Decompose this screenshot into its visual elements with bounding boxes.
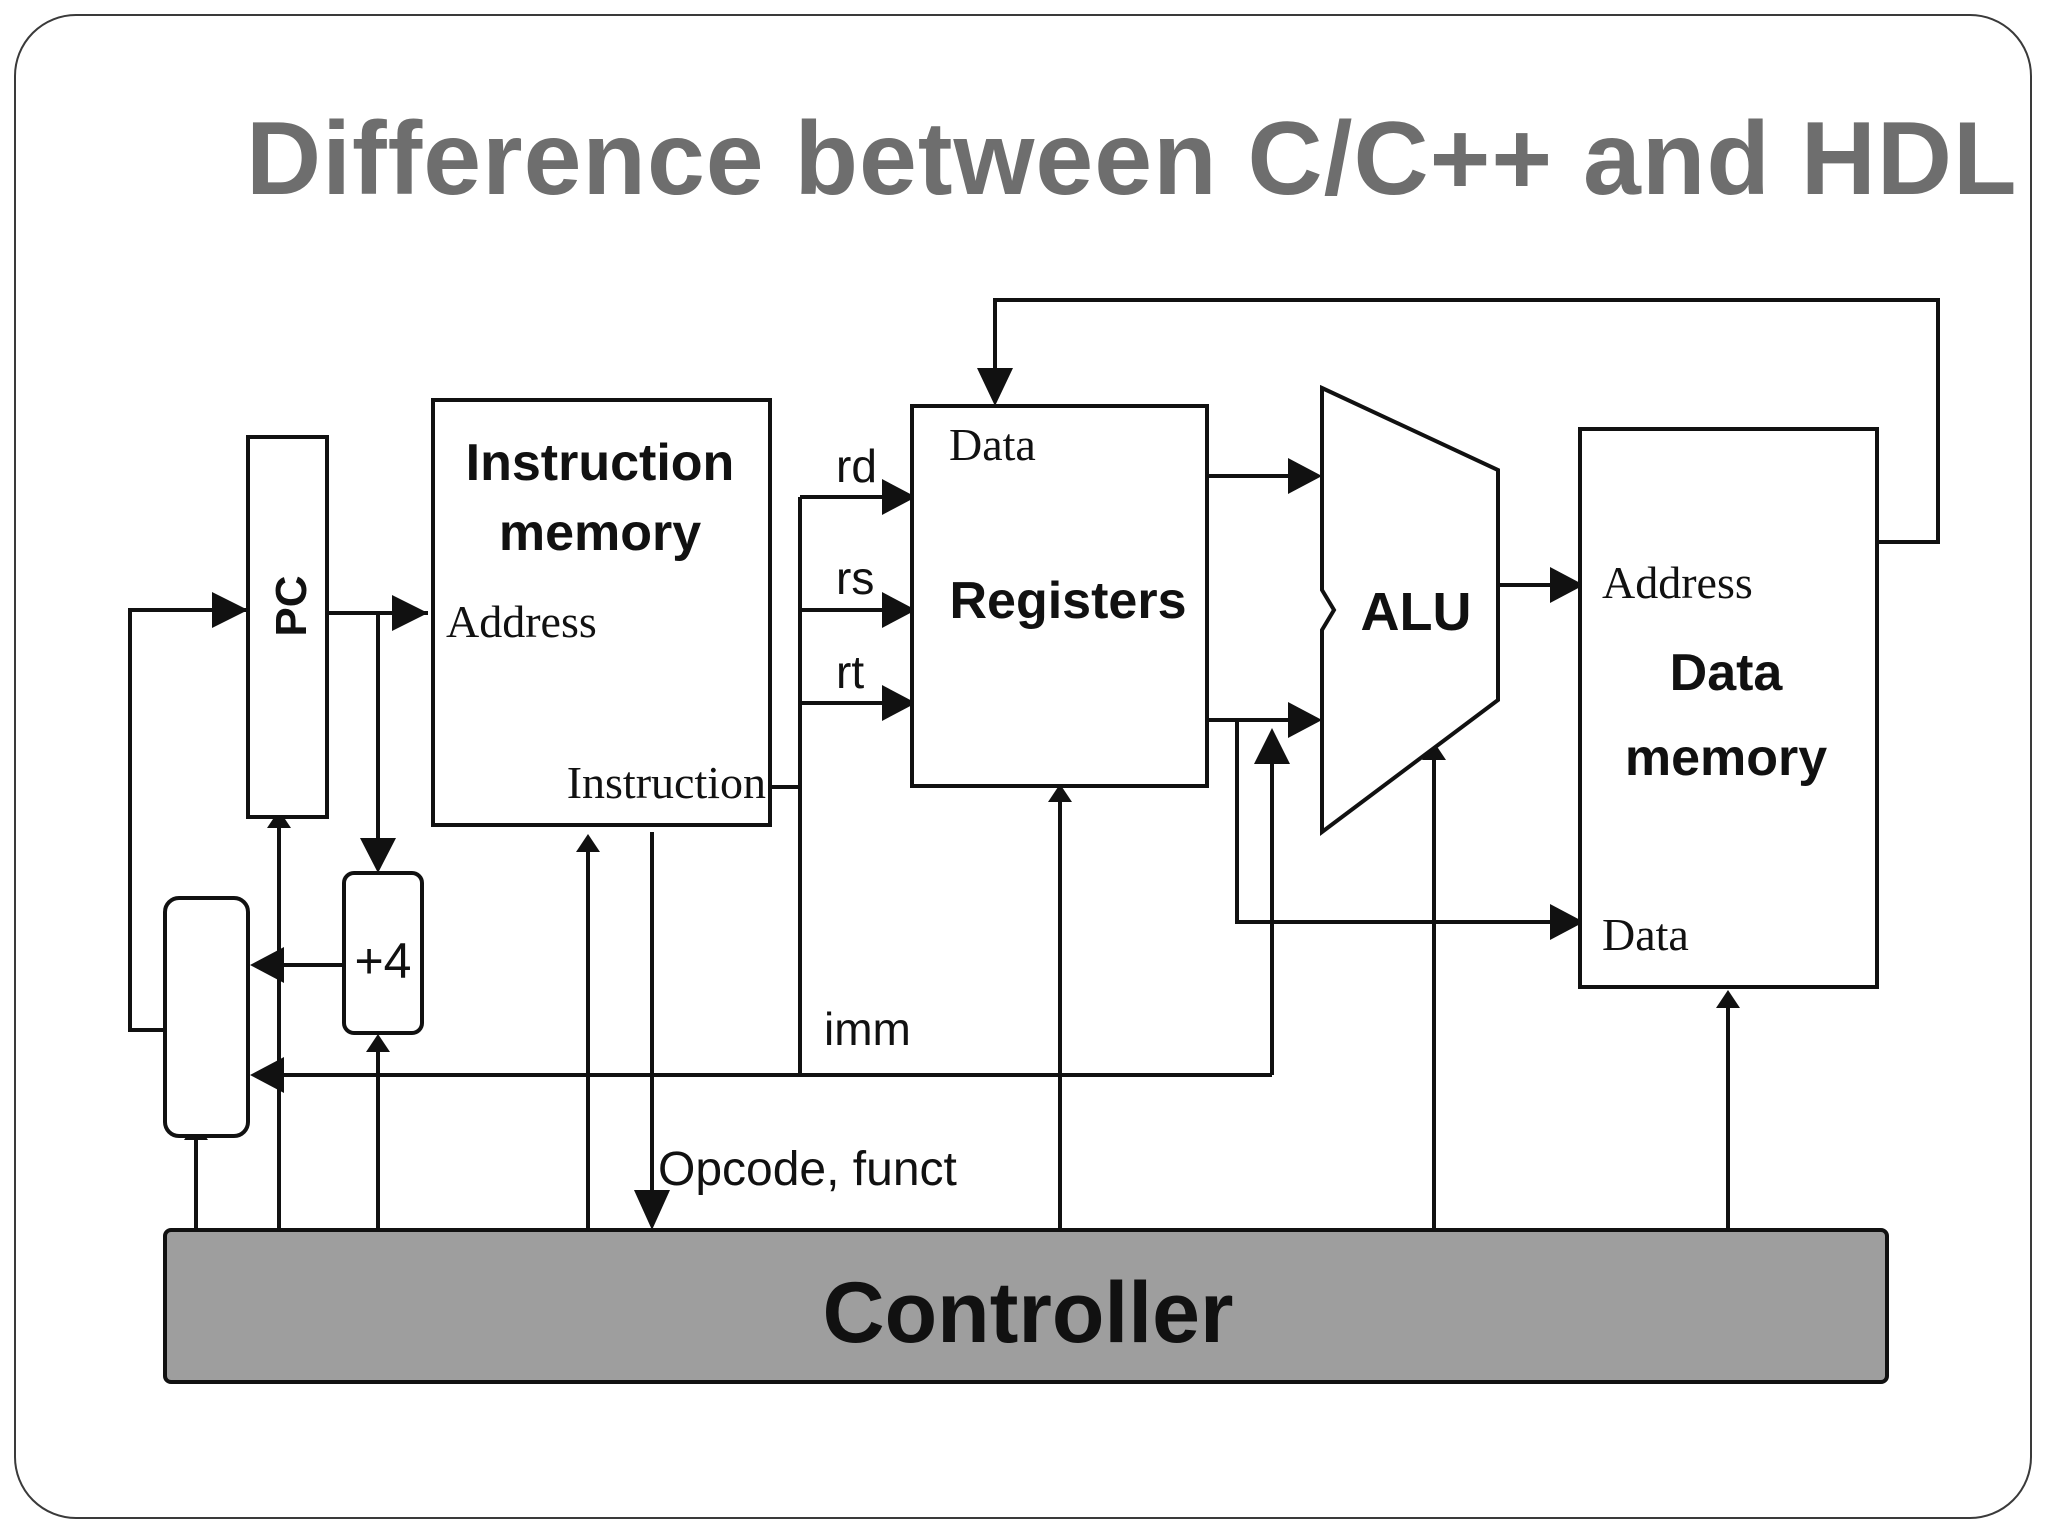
arrowhead-mux-in-imm — [250, 1057, 284, 1093]
register-field-rd: rd — [836, 440, 877, 492]
instruction-memory-instruction-port: Instruction — [567, 757, 766, 808]
register-field-rt: rt — [836, 646, 864, 698]
alu: ALU — [1320, 384, 1500, 836]
arrowhead-alu-b — [1288, 702, 1322, 738]
arrowhead-dmem-address — [1550, 567, 1584, 603]
instruction-memory-address-port: Address — [446, 596, 597, 647]
data-memory-address-port: Address — [1602, 557, 1753, 608]
wire-writeback — [993, 298, 1940, 544]
arrowhead-adder-in — [360, 838, 396, 873]
arrowhead-ctrl-alu — [1422, 742, 1446, 760]
arrowhead-ctrl-imem — [576, 834, 600, 852]
registers-data-port: Data — [949, 419, 1036, 470]
register-field-labels: rd rs rt — [836, 440, 877, 698]
register-field-rs: rs — [836, 552, 874, 604]
instruction-memory: Instruction memory Address Instruction — [431, 398, 772, 827]
pc-mux — [163, 896, 250, 1138]
adder: +4 — [342, 871, 424, 1035]
data-memory-title-line2: memory — [1625, 729, 1827, 787]
arrowhead-rd — [882, 479, 916, 515]
arrowhead-ctrl-dmem — [1716, 990, 1740, 1008]
opcode-funct-label: Opcode, funct — [658, 1143, 957, 1196]
registers-title: Registers — [950, 572, 1187, 630]
pc-label: PC — [267, 575, 316, 636]
arrowhead-dmem-data — [1550, 904, 1584, 940]
arrowhead-mux-in-pc4 — [250, 947, 284, 983]
pc-register: PC — [246, 435, 329, 819]
arrowhead-imem-address — [392, 595, 428, 631]
slide-title: Difference between C/C++ and HDL — [246, 101, 2018, 217]
arrowhead-reg-data — [977, 368, 1013, 406]
arrowhead-pc-in — [212, 592, 248, 628]
instruction-memory-title-line2: memory — [499, 504, 701, 562]
data-memory-title-line1: Data — [1670, 644, 1784, 702]
registers: Data Registers — [910, 404, 1209, 788]
instruction-memory-title-line1: Instruction — [466, 434, 735, 492]
arrowhead-rt — [882, 685, 916, 721]
arrowhead-ctrl-registers — [1048, 784, 1072, 802]
arrowhead-alu-a — [1288, 458, 1322, 494]
arrowhead-opcode — [634, 1190, 670, 1230]
arrowhead-rs — [882, 592, 916, 628]
arrowhead-imm-up — [1254, 728, 1290, 764]
data-memory: Address Data memory Data — [1578, 427, 1879, 989]
controller: Controller — [163, 1228, 1889, 1384]
data-memory-data-port: Data — [1602, 909, 1689, 960]
imm-label: imm — [824, 1003, 911, 1055]
arrowhead-ctrl-adder — [366, 1034, 390, 1052]
alu-label: ALU — [1361, 582, 1472, 642]
adder-label: +4 — [354, 933, 411, 989]
wire-reg-to-dmem-data — [1235, 720, 1580, 924]
controller-label: Controller — [823, 1265, 1234, 1361]
wire-mux-to-pc — [128, 608, 248, 1032]
